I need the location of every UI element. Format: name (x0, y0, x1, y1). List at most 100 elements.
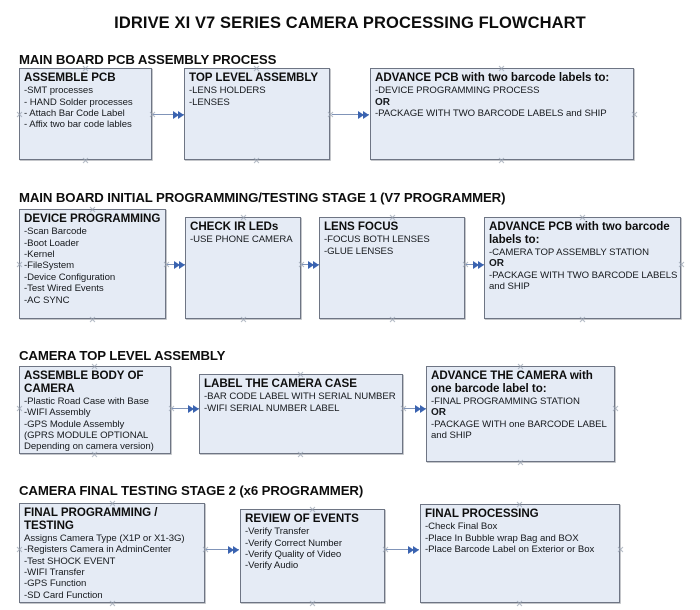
arrow-head-icon (408, 545, 414, 554)
connector-arrow (332, 110, 369, 119)
node-final-programming-testing[interactable]: FINAL PROGRAMMING / TESTING Assigns Came… (19, 503, 205, 603)
arrow-head-icon (173, 110, 179, 119)
connector-line (386, 549, 419, 551)
node-line: OR (489, 258, 504, 270)
node-assemble-pcb[interactable]: ASSEMBLE PCB -SMT processes - HAND Solde… (19, 68, 152, 160)
connector-line (466, 264, 484, 266)
arrow-head-icon (233, 545, 239, 554)
connector-line (153, 114, 184, 116)
node-line: -Device Configuration (24, 271, 116, 283)
node-line: -WIFI Assembly (24, 407, 91, 419)
connector-line (167, 264, 185, 266)
node-line: -GPS Function (24, 578, 87, 590)
node-title: FINAL PROGRAMMING / TESTING (24, 506, 158, 532)
arrow-head-icon (415, 404, 421, 413)
connector-arrow (167, 260, 185, 269)
node-title: REVIEW OF EVENTS (245, 512, 359, 525)
node-line: -Verify Audio (245, 560, 299, 572)
node-line: -DEVICE PROGRAMMING PROCESS (375, 85, 540, 97)
node-title: LABEL THE CAMERA CASE (204, 377, 357, 390)
node-label-the-camera-case[interactable]: LABEL THE CAMERA CASE -BAR CODE LABEL WI… (199, 374, 403, 454)
node-line: -Verify Quality of Video (245, 548, 342, 560)
node-line: -SD Card Function (24, 589, 103, 601)
node-line: -Test SHOCK EVENT (24, 555, 116, 567)
node-line: -USE PHONE CAMERA (190, 234, 293, 246)
node-line: -Kernel (24, 248, 55, 260)
connector-line (206, 549, 239, 551)
connector-line (302, 264, 319, 266)
node-line: -BAR CODE LABEL WITH SERIAL NUMBER (204, 391, 396, 403)
section-heading-camera-top-level-assembly: CAMERA TOP LEVEL ASSEMBLY (19, 348, 226, 363)
node-final-processing[interactable]: FINAL PROCESSING -Check Final Box -Place… (420, 504, 620, 603)
node-title: TOP LEVEL ASSEMBLY (189, 71, 319, 84)
node-line: OR (375, 96, 390, 108)
node-title: ASSEMBLE PCB (24, 71, 116, 84)
node-title: DEVICE PROGRAMMING (24, 212, 161, 225)
node-line: -PACKAGE WITH one BARCODE LABEL (431, 418, 607, 430)
arrow-head-icon (413, 545, 419, 554)
arrow-head-icon (228, 545, 234, 554)
node-line: and SHIP (489, 280, 530, 292)
node-line: -Verify Transfer (245, 526, 310, 538)
node-line: -GLUE LENSES (324, 245, 394, 257)
node-line: -Boot Loader (24, 237, 79, 249)
section-heading-camera-final-testing: CAMERA FINAL TESTING STAGE 2 (x6 PROGRAM… (19, 483, 364, 498)
node-line: -Place Barcode Label on Exterior or Box (425, 543, 595, 555)
node-line: -LENS HOLDERS (189, 85, 266, 97)
node-line: - HAND Solder processes (24, 96, 133, 108)
connector-arrow (206, 545, 239, 554)
section-heading-main-board-initial-programming: MAIN BOARD INITIAL PROGRAMMING/TESTING S… (19, 190, 506, 205)
connector-line (332, 114, 369, 116)
node-check-ir-leds[interactable]: CHECK IR LEDs -USE PHONE CAMERA (185, 217, 301, 319)
node-line: -Plastic Road Case with Base (24, 395, 149, 407)
node-top-level-assembly[interactable]: TOP LEVEL ASSEMBLY -LENS HOLDERS -LENSES (184, 68, 330, 160)
connector-arrow (153, 110, 184, 119)
node-line: -Check Final Box (425, 521, 498, 533)
arrow-head-icon (473, 260, 479, 269)
node-line: -FileSystem (24, 260, 75, 272)
connector-arrow (404, 404, 426, 413)
node-lens-focus[interactable]: LENS FOCUS -FOCUS BOTH LENSES -GLUE LENS… (319, 217, 465, 319)
section-heading-main-board-pcb-assembly: MAIN BOARD PCB ASSEMBLY PROCESS (19, 52, 277, 67)
node-assemble-body-of-camera[interactable]: ASSEMBLE BODY OF CAMERA -Plastic Road Ca… (19, 366, 171, 454)
node-title: CHECK IR LEDs (190, 220, 279, 233)
node-line: -CAMERA TOP ASSEMBLY STATION (489, 246, 649, 258)
node-line: Assigns Camera Type (X1P or X1-3G) (24, 532, 185, 544)
arrow-head-icon (174, 260, 180, 269)
node-line: OR (431, 407, 446, 419)
page-title: IDRIVE XI V7 SERIES CAMERA PROCESSING FL… (114, 14, 586, 32)
node-line: -LENSES (189, 96, 230, 108)
connector-arrow (466, 260, 484, 269)
node-device-programming[interactable]: DEVICE PROGRAMMING -Scan Barcode -Boot L… (19, 209, 166, 319)
node-title: ASSEMBLE BODY OF CAMERA (24, 369, 144, 395)
node-line: Depending on camera version) (24, 441, 154, 453)
node-line: -GPS Module Assembly (24, 418, 125, 430)
arrow-head-icon (188, 404, 194, 413)
arrow-head-icon (308, 260, 314, 269)
node-line: -Place In Bubble wrap Bag and BOX (425, 532, 579, 544)
node-title: ADVANCE PCB with two barcode labels to: (375, 71, 610, 84)
node-line: -FOCUS BOTH LENSES (324, 234, 430, 246)
node-line: -Test Wired Events (24, 283, 104, 295)
node-line: -Verify Correct Number (245, 537, 342, 549)
node-advance-pcb-1[interactable]: ADVANCE PCB with two barcode labels to: … (370, 68, 634, 160)
node-title: ADVANCE THE CAMERA with one barcode labe… (431, 369, 593, 395)
node-title: FINAL PROCESSING (425, 507, 539, 520)
node-review-of-events[interactable]: REVIEW OF EVENTS -Verify Transfer -Verif… (240, 509, 385, 603)
connector-arrow (302, 260, 319, 269)
connector-line (172, 408, 199, 410)
node-line: -Registers Camera in AdminCenter (24, 544, 172, 556)
node-title: LENS FOCUS (324, 220, 399, 233)
node-line: -AC SYNC (24, 294, 70, 306)
node-line: -SMT processes (24, 85, 93, 97)
node-line: -PACKAGE WITH TWO BARCODE LABELS (489, 269, 678, 281)
connector-line (404, 408, 426, 410)
node-title: ADVANCE PCB with two barcode labels to: (489, 220, 670, 246)
node-line: -FINAL PROGRAMMING STATION (431, 395, 580, 407)
node-line: -WIFI Transfer (24, 566, 85, 578)
node-line: -Scan Barcode (24, 226, 87, 238)
node-advance-pcb-2[interactable]: ADVANCE PCB with two barcode labels to: … (484, 217, 681, 319)
connector-arrow (172, 404, 199, 413)
node-advance-camera[interactable]: ADVANCE THE CAMERA with one barcode labe… (426, 366, 615, 462)
connector-arrow (386, 545, 419, 554)
